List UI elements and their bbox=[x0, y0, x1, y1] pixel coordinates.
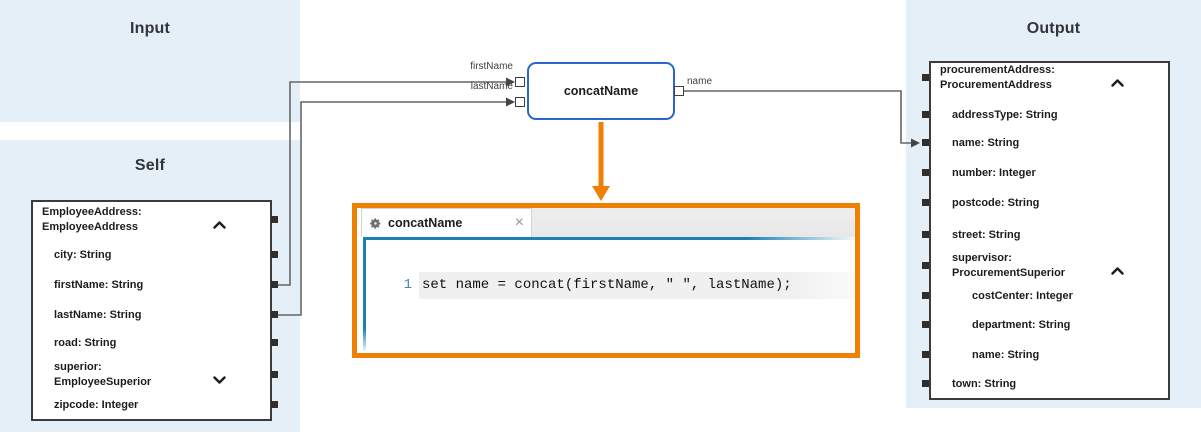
tree-row[interactable]: costCenter: Integer bbox=[972, 290, 1073, 302]
tree-port[interactable] bbox=[271, 251, 278, 258]
chevron-down-icon[interactable] bbox=[213, 371, 226, 384]
node-port-label-lastname: lastName bbox=[470, 81, 513, 92]
tree-row[interactable]: zipcode: Integer bbox=[54, 399, 139, 411]
tab-strip-filler bbox=[532, 208, 855, 237]
node-port-label-firstname: firstName bbox=[470, 61, 513, 72]
editor-tab-strip: concatName × bbox=[357, 208, 855, 237]
tree-port[interactable] bbox=[922, 74, 929, 81]
node-input-port-firstname[interactable] bbox=[515, 77, 525, 87]
expression-editor-panel: concatName × 1 set name = concat(firstNa… bbox=[352, 203, 860, 358]
tree-row[interactable]: name: String bbox=[972, 349, 1040, 361]
tree-port[interactable] bbox=[922, 262, 929, 269]
tree-port[interactable] bbox=[922, 231, 929, 238]
editor-tab-concatname[interactable]: concatName × bbox=[361, 208, 532, 237]
tree-row[interactable]: number: Integer bbox=[952, 167, 1036, 179]
chevron-up-icon[interactable] bbox=[1111, 262, 1124, 275]
tree-port[interactable] bbox=[922, 111, 929, 118]
tree-port[interactable] bbox=[271, 281, 278, 288]
editor-tab-label: concatName bbox=[388, 216, 463, 230]
tree-port[interactable] bbox=[922, 169, 929, 176]
editor-accent-line-horizontal bbox=[363, 237, 855, 240]
input-panel-title: Input bbox=[129, 20, 171, 37]
tree-port[interactable] bbox=[922, 321, 929, 328]
output-tree-box: procurementAddress:ProcurementAddress add… bbox=[922, 61, 1170, 400]
node-input-port-lastname[interactable] bbox=[515, 97, 525, 107]
tree-row[interactable]: city: String bbox=[54, 249, 112, 261]
tree-row[interactable]: supervisor:ProcurementSuperior bbox=[952, 252, 1066, 279]
tree-row[interactable]: lastName: String bbox=[54, 309, 142, 321]
node-port-label-name: name bbox=[687, 76, 713, 87]
tree-row[interactable]: street: String bbox=[952, 229, 1021, 241]
expression-pointer-arrow bbox=[592, 122, 610, 201]
tree-row[interactable]: superior:EmployeeSuperior bbox=[54, 361, 152, 388]
tree-row[interactable]: firstName: String bbox=[54, 279, 144, 291]
output-panel-title: Output bbox=[1026, 20, 1081, 37]
tree-port[interactable] bbox=[922, 292, 929, 299]
input-panel: Input bbox=[0, 0, 300, 122]
function-node-concatname[interactable]: concatName bbox=[527, 62, 675, 120]
tree-port[interactable] bbox=[922, 139, 929, 146]
chevron-up-icon[interactable] bbox=[213, 216, 226, 229]
self-panel-title: Self bbox=[134, 157, 166, 174]
tree-port[interactable] bbox=[271, 339, 278, 346]
connector-name bbox=[684, 90, 911, 144]
arrowhead-icon bbox=[506, 97, 515, 107]
tree-row[interactable]: postcode: String bbox=[952, 197, 1040, 209]
tree-port[interactable] bbox=[922, 380, 929, 387]
self-tree-box: EmployeeAddress:EmployeeAddress city: Str… bbox=[31, 200, 278, 421]
tree-port[interactable] bbox=[922, 199, 929, 206]
tree-port[interactable] bbox=[271, 401, 278, 408]
tree-row[interactable]: road: String bbox=[54, 337, 117, 349]
tree-row[interactable]: town: String bbox=[952, 378, 1017, 390]
tree-port[interactable] bbox=[271, 216, 278, 223]
tree-port[interactable] bbox=[271, 371, 278, 378]
function-node-label: concatName bbox=[563, 84, 639, 98]
gear-icon bbox=[369, 217, 382, 230]
down-arrow-icon bbox=[592, 186, 610, 201]
tree-row[interactable]: addressType: String bbox=[952, 109, 1058, 121]
tree-port[interactable] bbox=[922, 351, 929, 358]
tree-port[interactable] bbox=[271, 311, 278, 318]
tree-row[interactable]: procurementAddress:ProcurementAddress bbox=[940, 64, 1055, 91]
node-output-port-name[interactable] bbox=[674, 86, 684, 96]
close-icon[interactable]: × bbox=[514, 214, 524, 231]
tree-row[interactable]: name: String bbox=[952, 137, 1020, 149]
editor-code-line[interactable]: set name = concat(firstName, " ", lastNa… bbox=[419, 272, 855, 299]
tree-row[interactable]: EmployeeAddress:EmployeeAddress bbox=[42, 206, 142, 233]
tree-row[interactable]: department: String bbox=[972, 319, 1071, 331]
chevron-up-icon[interactable] bbox=[1111, 74, 1124, 87]
